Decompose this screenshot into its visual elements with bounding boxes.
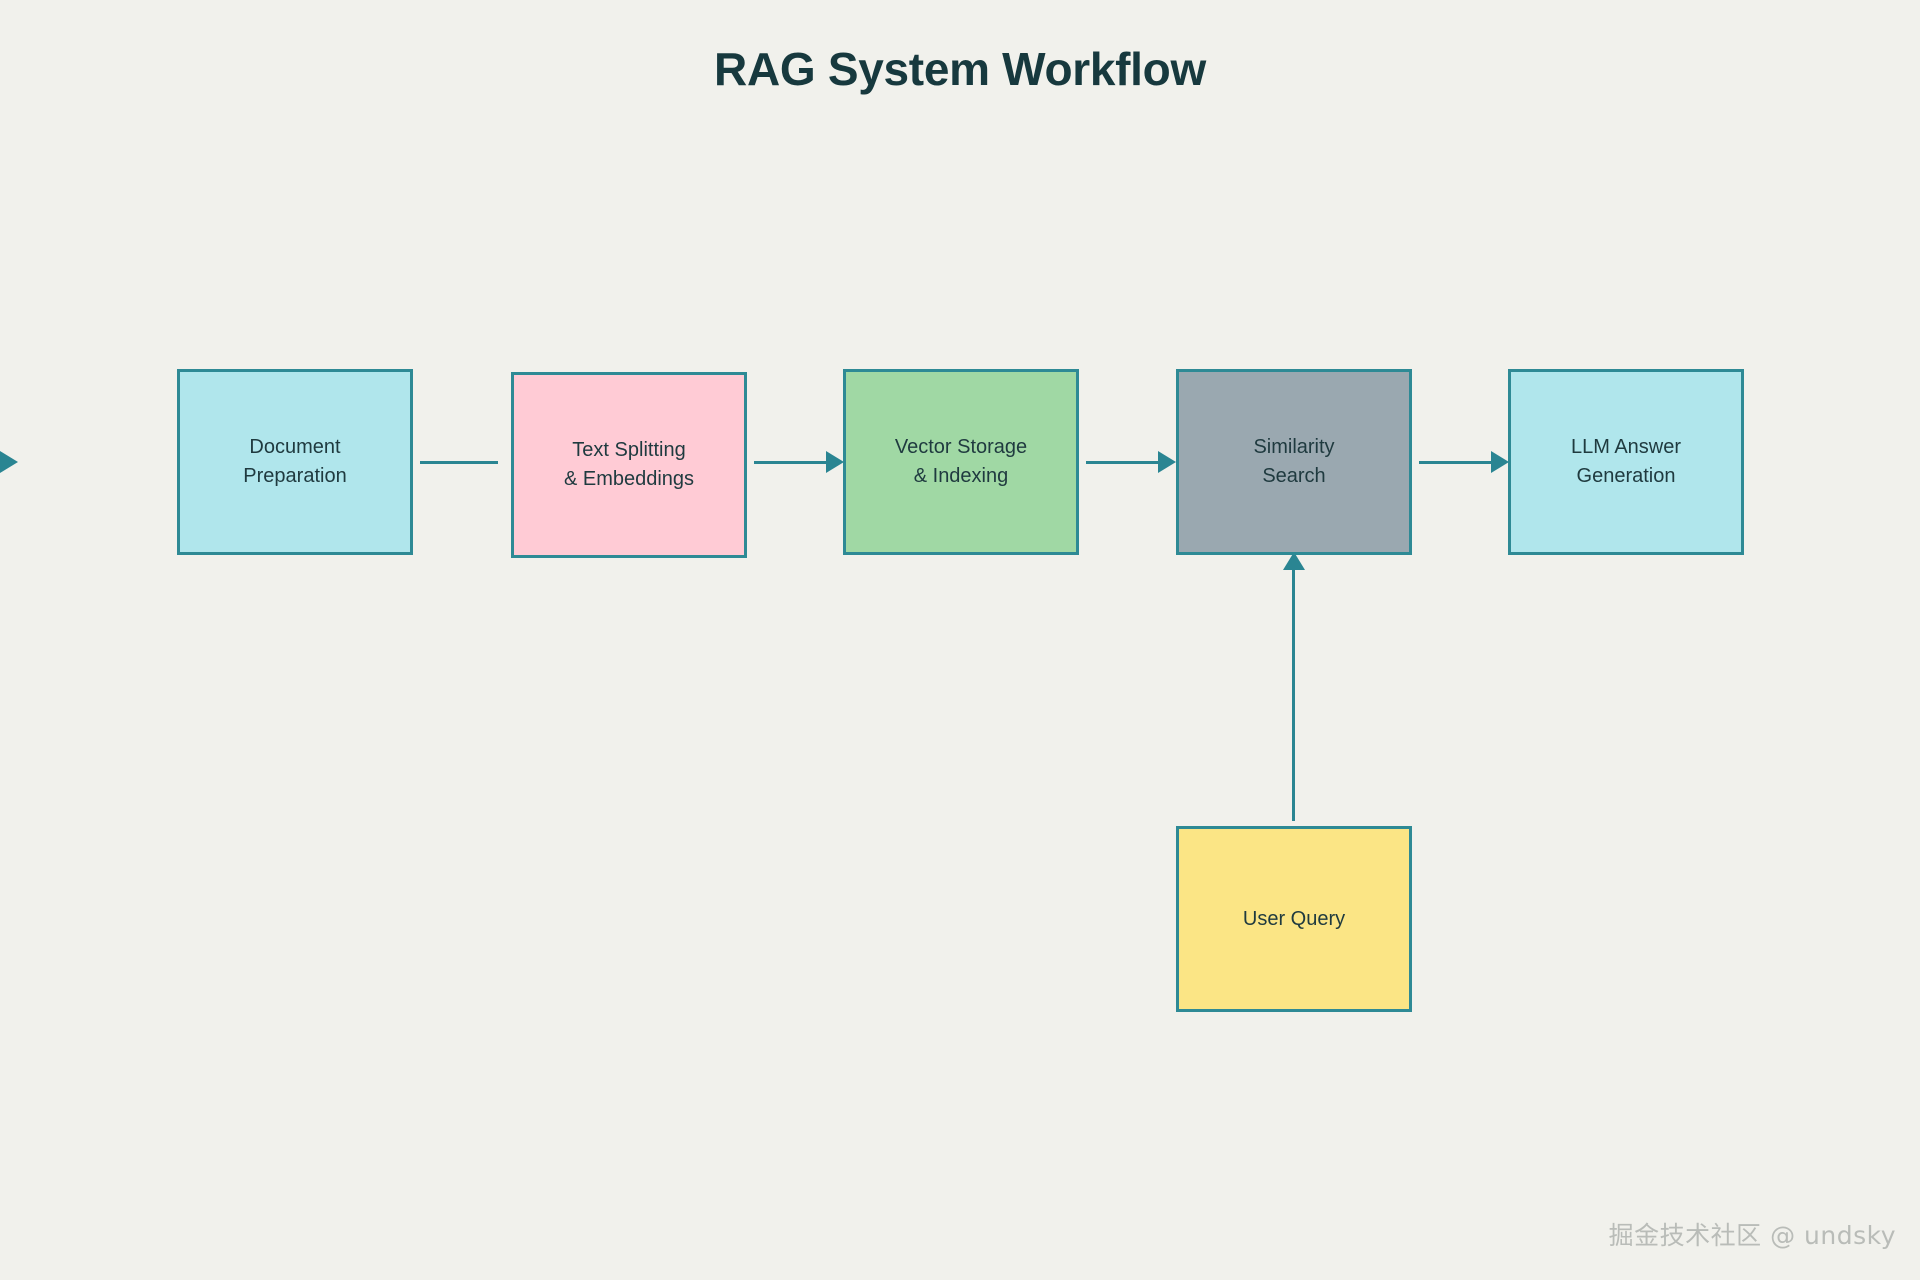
arrowhead-right-icon-1 bbox=[0, 451, 18, 473]
node-llm-answer-generation[interactable]: LLM Answer Generation bbox=[1508, 369, 1744, 555]
node-label-similarity-search: Similarity Search bbox=[1253, 436, 1335, 487]
page-title: RAG System Workflow bbox=[714, 43, 1206, 95]
node-label-vector-storage-indexing: Vector Storage & Indexing bbox=[894, 436, 1028, 487]
edge-vector-to-similar bbox=[1086, 461, 1164, 464]
node-user-query[interactable]: User Query bbox=[1176, 826, 1412, 1012]
edge-query-to-similar bbox=[1292, 568, 1295, 821]
node-text-splitting-embeddings[interactable]: Text Splitting & Embeddings bbox=[511, 372, 747, 558]
arrowhead-right-icon-2 bbox=[826, 451, 844, 473]
watermark: 掘金技术社区 @ undsky bbox=[1608, 1221, 1896, 1250]
arrowhead-right-icon-4 bbox=[1491, 451, 1509, 473]
node-label-text-splitting-embeddings: Text Splitting & Embeddings bbox=[563, 439, 695, 490]
node-similarity-search[interactable]: Similarity Search bbox=[1176, 369, 1412, 555]
node-vector-storage-indexing[interactable]: Vector Storage & Indexing bbox=[843, 369, 1079, 555]
node-label-llm-answer-generation: LLM Answer Generation bbox=[1570, 436, 1682, 487]
edge-split-to-vector bbox=[754, 461, 832, 464]
node-label-user-query: User Query bbox=[1242, 907, 1346, 930]
arrowhead-up-icon-1 bbox=[1283, 552, 1305, 570]
edge-doc-to-split bbox=[420, 461, 498, 464]
edge-similar-to-llm bbox=[1419, 461, 1497, 464]
node-label-document-preparation: Document Preparation bbox=[243, 436, 347, 487]
node-document-preparation[interactable]: Document Preparation bbox=[177, 369, 413, 555]
arrowhead-right-icon-3 bbox=[1158, 451, 1176, 473]
